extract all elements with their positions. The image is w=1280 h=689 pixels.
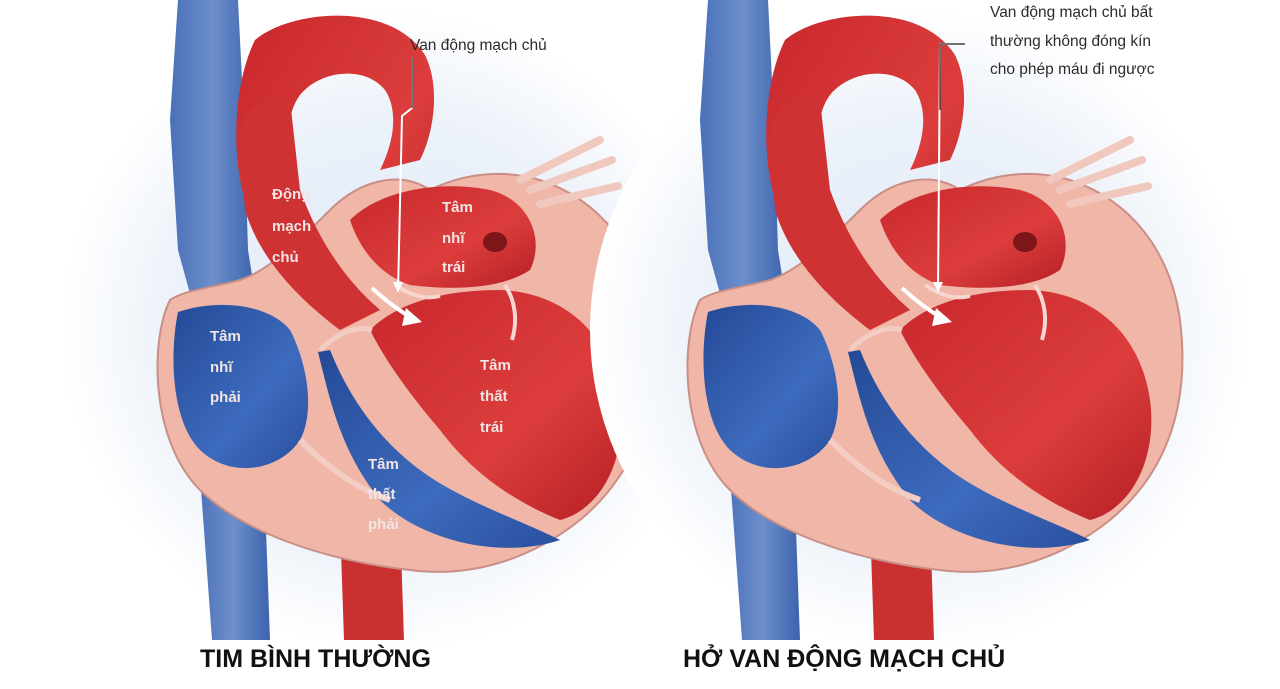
label-right-atrium-2: nhĩ: [210, 359, 233, 376]
regurgitation-callout-line-2: thường không đóng kín: [990, 33, 1151, 50]
label-left-atrium-1: Tâm: [442, 199, 473, 216]
label-aorta-3: chủ: [272, 249, 299, 266]
label-right-atrium-3: phải: [210, 389, 241, 406]
label-left-atrium-2: nhĩ: [442, 230, 465, 247]
label-right-ventricle-3: phải: [368, 516, 399, 533]
label-left-atrium-3: trái: [442, 259, 465, 276]
regurgitation-heart: [590, 0, 1250, 650]
label-right-ventricle-2: thất: [368, 486, 396, 503]
label-right-ventricle-1: Tâm: [368, 456, 399, 473]
regurgitation-callout-line-3: cho phép máu đi ngược: [990, 61, 1155, 78]
label-right-atrium-1: Tâm: [210, 328, 241, 345]
label-aorta-2: mạch: [272, 218, 311, 235]
label-left-ventricle-3: trái: [480, 419, 503, 436]
normal-callout-text: Van động mạch chủ: [410, 37, 547, 54]
regurgitation-caption: HỞ VAN ĐỘNG MẠCH CHỦ: [683, 643, 1005, 673]
label-left-ventricle-1: Tâm: [480, 357, 511, 374]
label-aorta-1: Động: [272, 186, 310, 203]
normal-heart-caption: TIM BÌNH THƯỜNG: [200, 643, 431, 673]
label-left-ventricle-2: thất: [480, 388, 508, 405]
regurgitation-callout-line-1: Van động mạch chủ bất: [990, 4, 1153, 21]
